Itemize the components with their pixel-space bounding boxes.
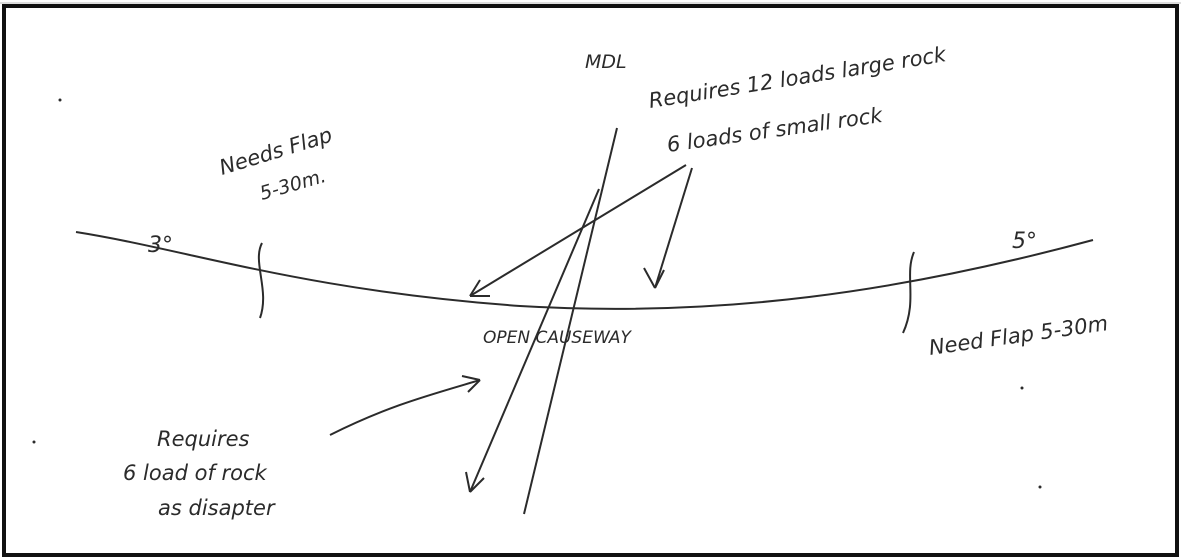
rock-top-note-line2: 6 loads of small rock xyxy=(665,103,884,157)
top-note-arrowhead-left xyxy=(469,279,490,297)
angle-right-label: 5° xyxy=(1012,229,1037,254)
rock-top-note-line1: Requires 12 loads large rock xyxy=(647,42,948,113)
open-causeway-label: OPEN CAUSEWAY xyxy=(483,328,633,348)
top-note-arrow-right xyxy=(654,167,693,289)
rock-bottom-note-line3: as disapter xyxy=(158,496,276,520)
bottom-note-arrow xyxy=(329,379,481,436)
rock-bottom-note-line2: 6 load of rock xyxy=(123,461,268,485)
needs-flap-left-line2: 5-30m. xyxy=(257,165,328,205)
mdl-arrowhead xyxy=(465,471,485,493)
right-flap-mark xyxy=(902,251,915,334)
stray-dot xyxy=(32,440,36,444)
top-note-arrowhead-right xyxy=(643,267,665,289)
left-flap-mark xyxy=(257,242,265,319)
page-frame xyxy=(2,4,1179,557)
top-note-arrow-left xyxy=(469,164,687,297)
road-profile-curve xyxy=(75,231,1094,310)
mdl-label: MDL xyxy=(585,51,627,73)
need-flap-right-label: Need Flap 5-30m xyxy=(927,311,1109,360)
stray-dot xyxy=(1038,485,1042,489)
angle-left-label: 3° xyxy=(148,233,173,258)
mdl-line-steep xyxy=(523,127,618,515)
mdl-line-diagonal xyxy=(469,188,600,493)
stray-dot xyxy=(58,98,62,102)
stray-dot xyxy=(1020,386,1024,390)
bottom-note-arrowhead xyxy=(461,375,481,393)
rock-bottom-note-line1: Requires xyxy=(157,427,250,451)
